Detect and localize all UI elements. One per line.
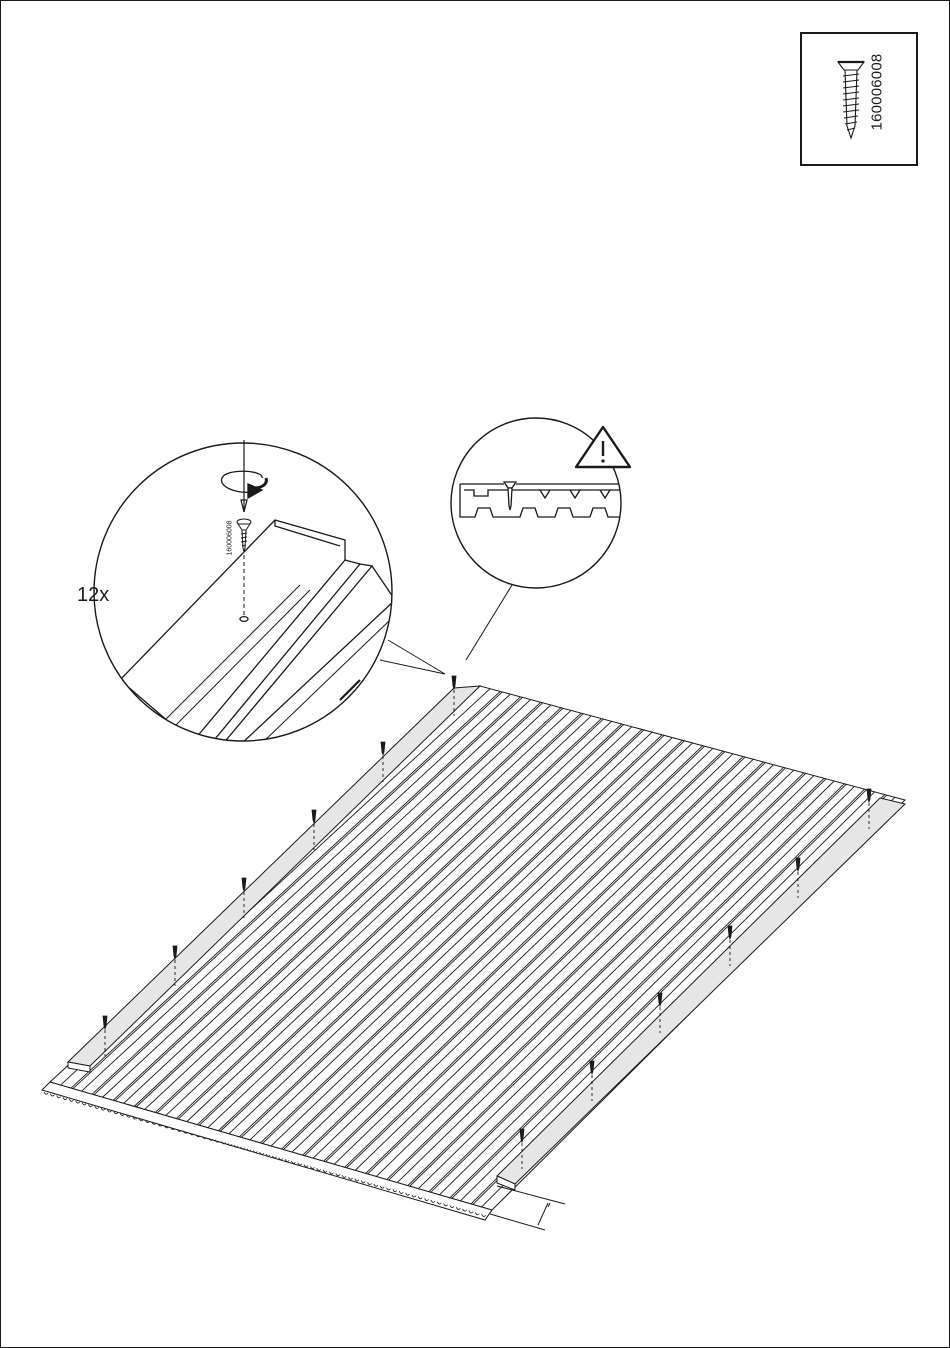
screw-quantity-label: 12x [77,584,109,607]
screw-icon [312,810,316,823]
detail-circle-screw [94,440,395,745]
profile-tooth [50,1094,54,1096]
screw-icon [242,878,246,891]
detail-circle-warning [451,418,630,660]
detail-part-number-label: 160006008 [227,520,234,555]
part-legend-box [800,32,918,166]
part-number-label: 160006008 [869,54,886,131]
profile-tooth [57,1096,61,1098]
screw-icon [452,676,456,689]
screw-icon [381,742,385,755]
slatted-panel [42,686,905,1220]
profile-tooth [44,1092,48,1094]
detail-pointer-left [380,640,445,674]
